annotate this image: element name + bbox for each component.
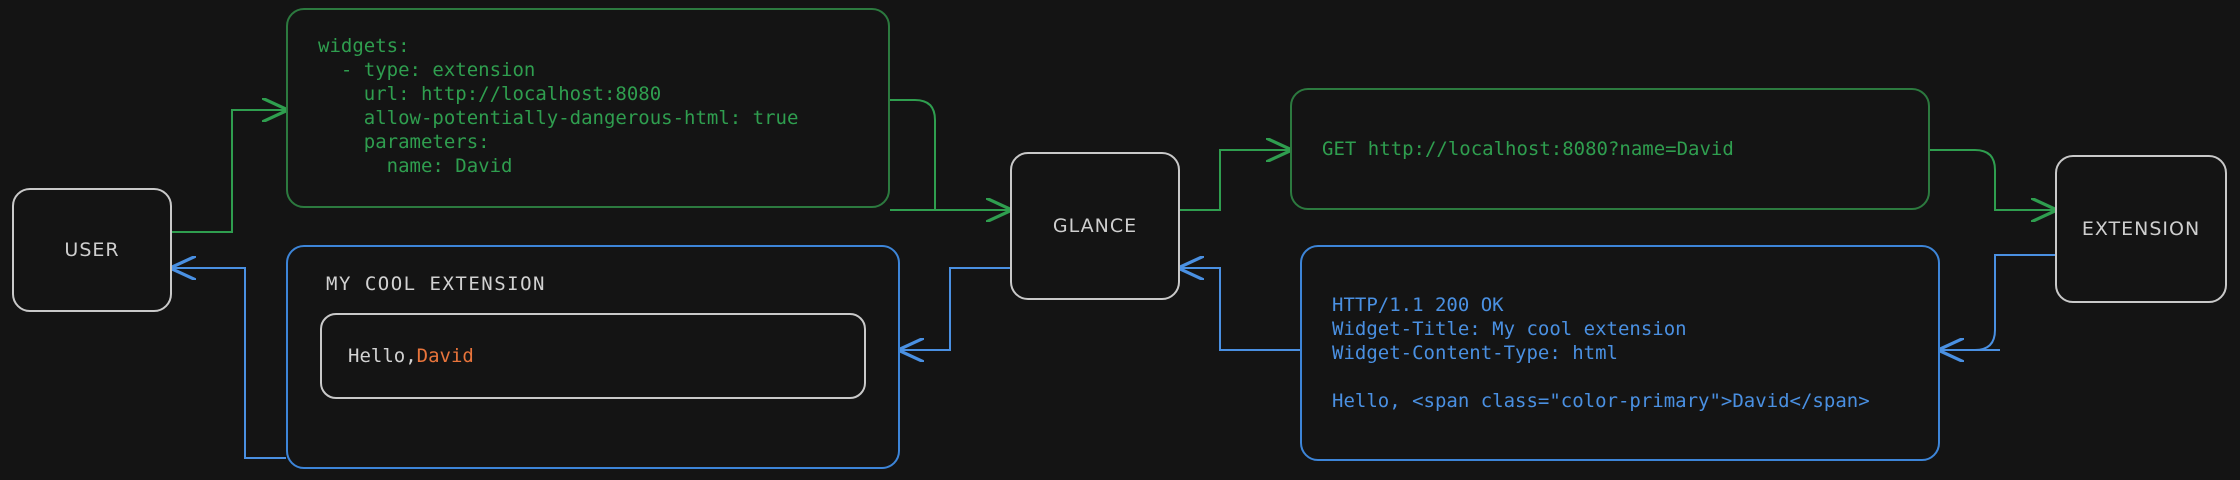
config-yaml-box: widgets: - type: extension url: http://l… xyxy=(286,8,890,208)
widget-greeting-prefix: Hello, xyxy=(348,345,417,367)
wire-user-to-config xyxy=(172,110,286,233)
node-user[interactable]: USER xyxy=(12,188,172,312)
http-response-code: HTTP/1.1 200 OK Widget-Title: My cool ex… xyxy=(1332,294,1870,412)
wire-request-to-extension xyxy=(1930,149,2055,210)
node-glance[interactable]: GLANCE xyxy=(1010,152,1180,300)
wire-widget-to-user xyxy=(172,268,286,459)
wire-config-elbow xyxy=(890,99,936,210)
http-response-box: HTTP/1.1 200 OK Widget-Title: My cool ex… xyxy=(1300,245,1940,461)
node-user-label: USER xyxy=(64,239,120,261)
widget-greeting-name: David xyxy=(416,345,474,367)
wire-response-to-glance xyxy=(1180,268,1300,351)
config-yaml-code: widgets: - type: extension url: http://l… xyxy=(318,35,799,177)
widget-preview-content: Hello, David xyxy=(320,313,866,399)
node-extension[interactable]: EXTENSION xyxy=(2055,155,2227,303)
node-glance-label: GLANCE xyxy=(1052,215,1138,237)
wire-glance-to-request xyxy=(1180,150,1290,211)
widget-preview-box: MY COOL EXTENSION Hello, David xyxy=(286,245,900,469)
node-extension-label: EXTENSION xyxy=(2081,218,2201,240)
wire-glance-to-widget xyxy=(900,267,1010,350)
http-request-box: GET http://localhost:8080?name=David xyxy=(1290,88,1930,210)
http-request-code: GET http://localhost:8080?name=David xyxy=(1322,138,1734,160)
widget-preview-title: MY COOL EXTENSION xyxy=(326,273,546,295)
wire-extension-to-response xyxy=(1940,254,2055,351)
